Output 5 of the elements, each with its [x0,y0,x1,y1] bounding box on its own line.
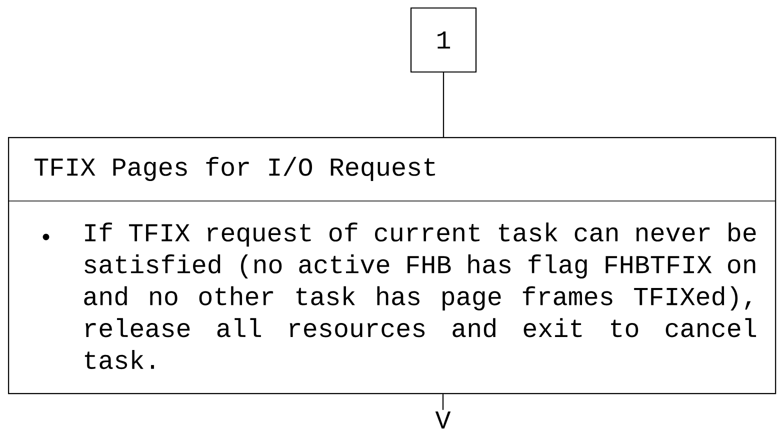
process-box: TFIX Pages for I/O Request If TFIX request of current task can never be satisfied (no active FHB has flag FHBTFIX on and no other task has page frames TFIXed), release all resources and exit to cancel task. [8,136,776,394]
connector-box: 1 [410,7,477,73]
connector-line [442,72,444,137]
connector-line [442,394,444,410]
off-page-marker: V [435,411,451,429]
